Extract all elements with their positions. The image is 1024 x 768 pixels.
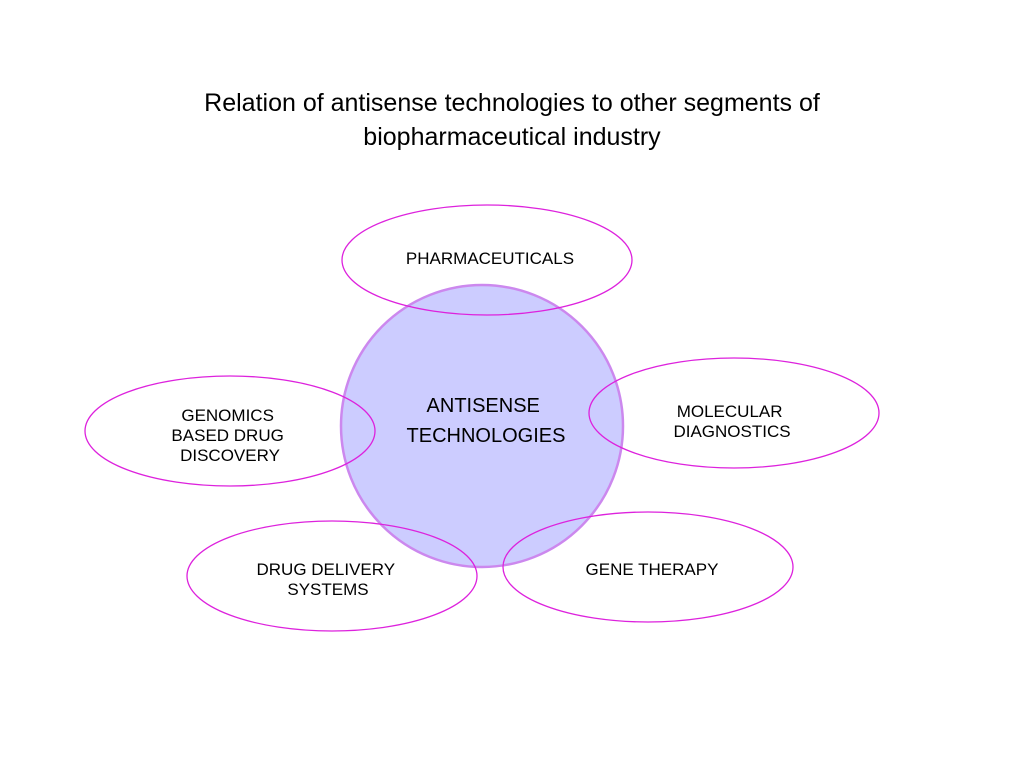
molecular-diagnostics-ellipse bbox=[588, 357, 880, 469]
gene-therapy-ellipse bbox=[502, 511, 794, 623]
slide-title: Relation of antisense technologies to ot… bbox=[112, 86, 912, 154]
gene-therapy-label-line-1: GENE THERAPY bbox=[586, 560, 719, 579]
genomics-ellipse bbox=[84, 375, 376, 487]
genomics-label-line-3: DISCOVERY bbox=[180, 446, 280, 465]
molecular-diagnostics-label: MOLECULAR DIAGNOSTICS bbox=[673, 402, 790, 441]
antisense-circle bbox=[339, 283, 625, 569]
drug-delivery-label-line-2: SYSTEMS bbox=[287, 580, 368, 599]
pharmaceuticals-label-line-1: PHARMACEUTICALS bbox=[406, 249, 574, 268]
drug-delivery-ellipse bbox=[186, 520, 478, 632]
title-line-1: Relation of antisense technologies to ot… bbox=[204, 89, 820, 117]
pharmaceuticals-ellipse bbox=[341, 204, 633, 316]
antisense-label: ANTISENSE TECHNOLOGIES bbox=[407, 395, 566, 447]
genomics-label-line-1: GENOMICS bbox=[181, 406, 274, 425]
drug-delivery-label-line-1: DRUG DELIVERY bbox=[257, 560, 395, 579]
title-line-2: biopharmaceutical industry bbox=[363, 123, 661, 151]
genomics-label: GENOMICS BASED DRUG DISCOVERY bbox=[171, 406, 288, 465]
pharmaceuticals-label: PHARMACEUTICALS bbox=[406, 249, 574, 268]
gene-therapy-label: GENE THERAPY bbox=[586, 560, 719, 579]
antisense-label-line-1: ANTISENSE bbox=[427, 395, 540, 417]
molecular-diagnostics-label-line-1: MOLECULAR bbox=[677, 402, 783, 421]
antisense-label-line-2: TECHNOLOGIES bbox=[407, 425, 566, 447]
molecular-diagnostics-label-line-2: DIAGNOSTICS bbox=[673, 422, 790, 441]
genomics-label-line-2: BASED DRUG bbox=[171, 426, 283, 445]
drug-delivery-label: DRUG DELIVERY SYSTEMS bbox=[257, 560, 400, 599]
